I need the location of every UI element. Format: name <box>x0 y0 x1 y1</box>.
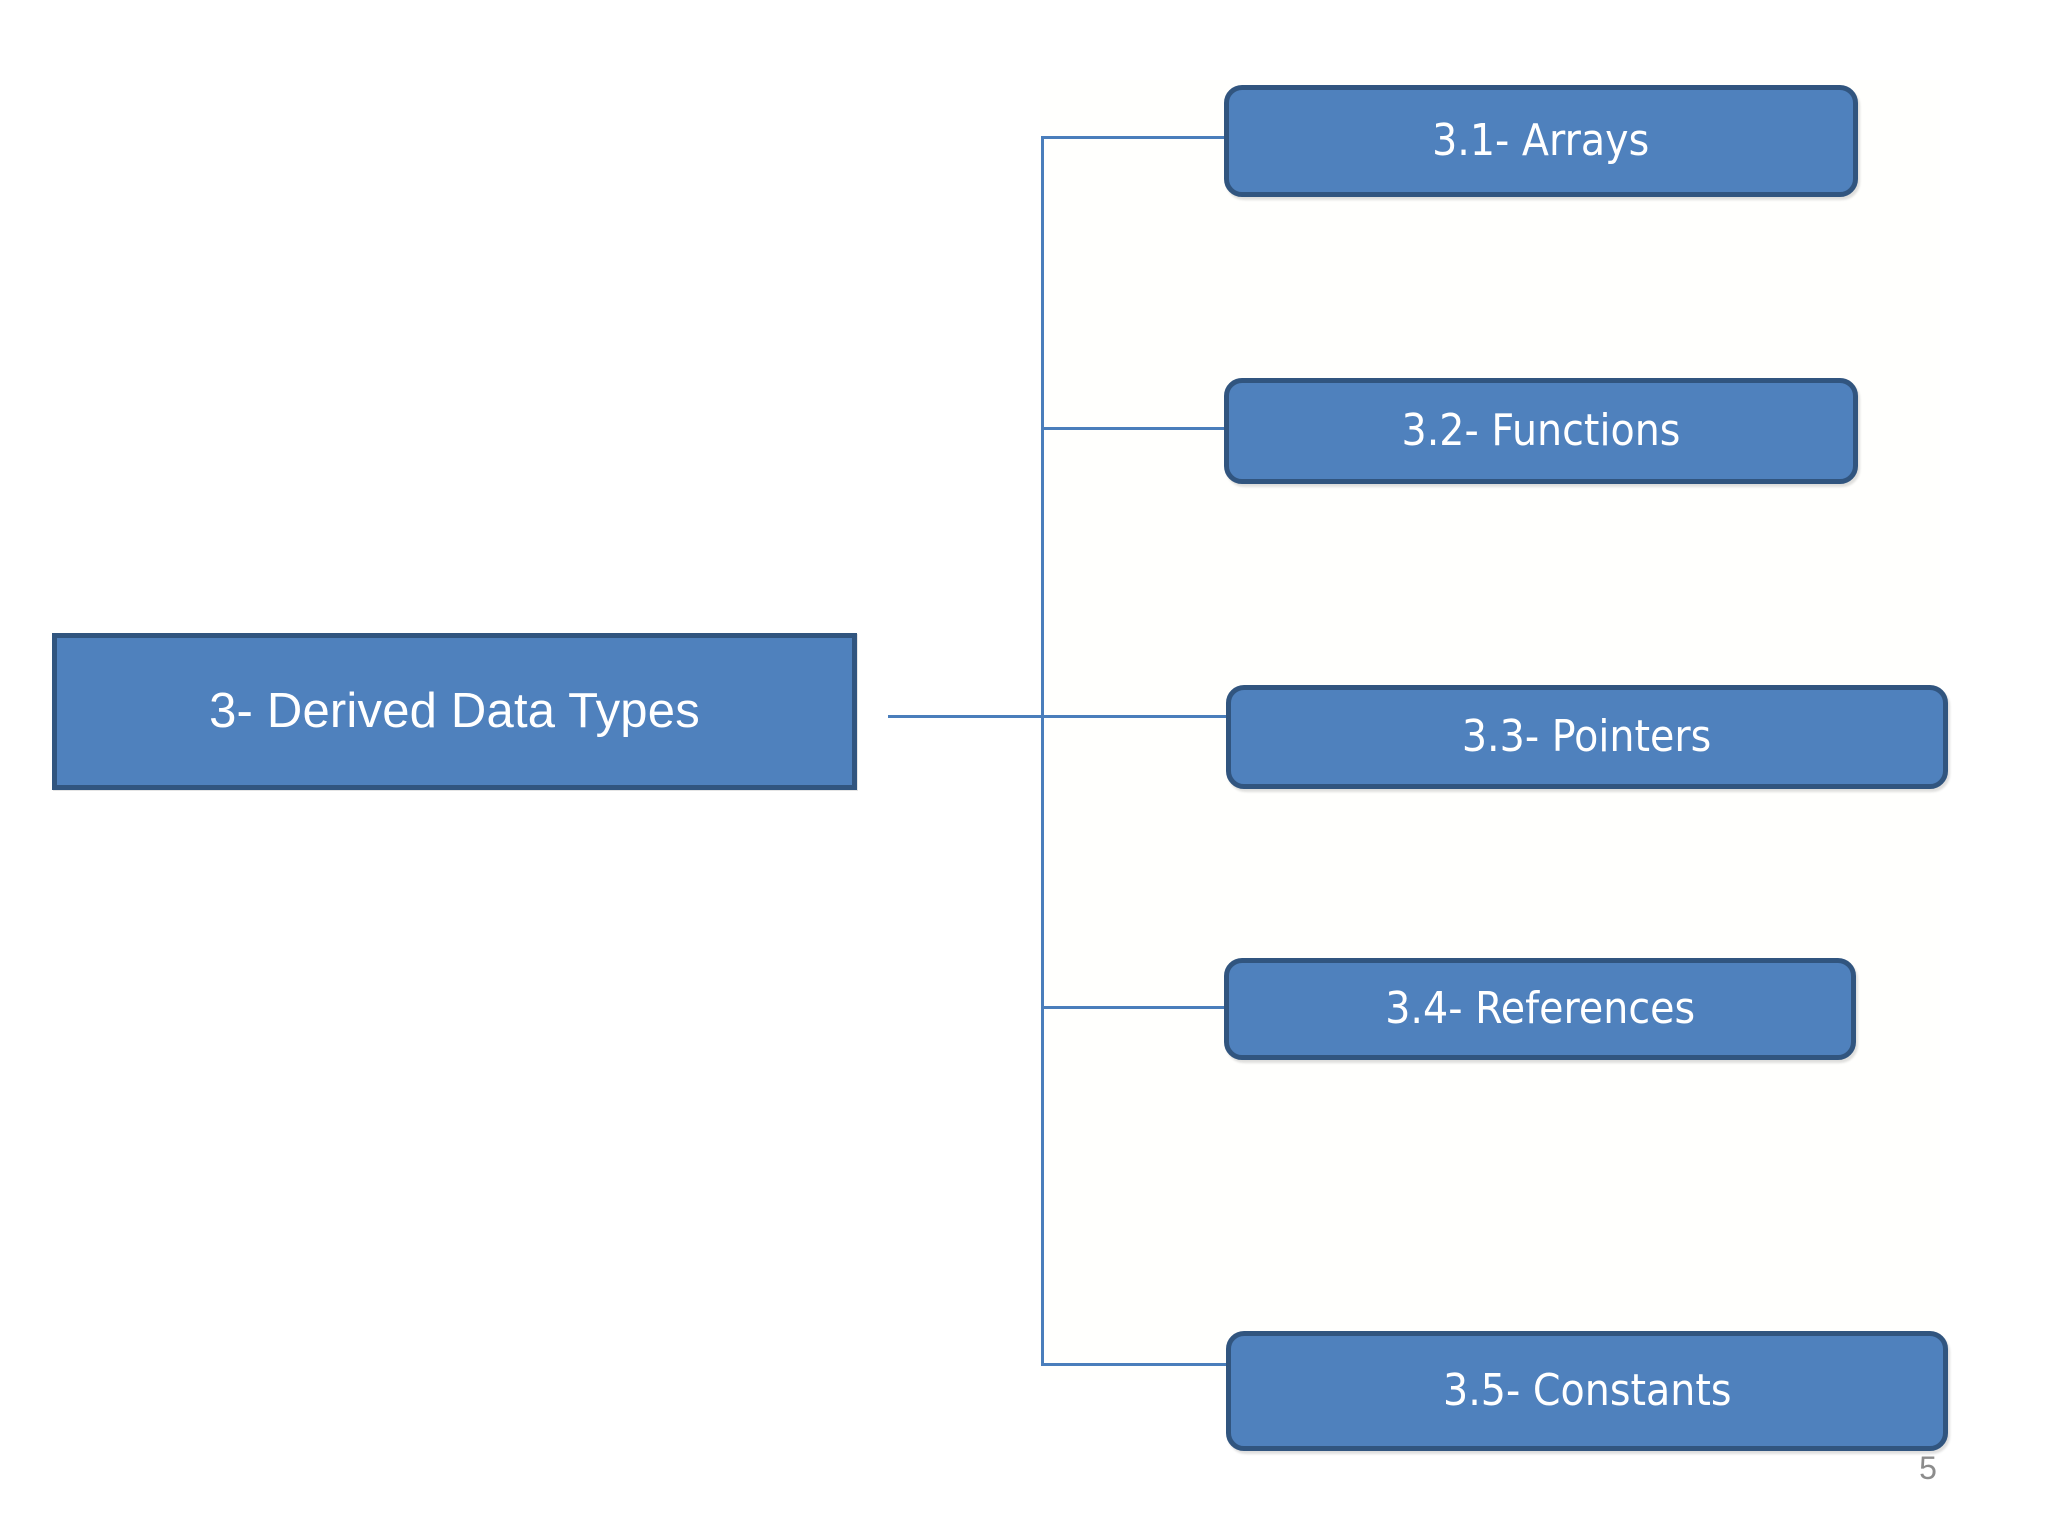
node-arrays[interactable]: 3.1- Arrays <box>1224 85 1858 197</box>
node-constants[interactable]: 3.5- Constants <box>1226 1331 1948 1451</box>
node-references[interactable]: 3.4- References <box>1224 958 1856 1060</box>
connector-branch-5 <box>1041 1363 1229 1366</box>
node-child-label: 3.1- Arrays <box>1432 114 1650 166</box>
node-child-label: 3.3- Pointers <box>1462 710 1712 762</box>
node-child-label: 3.5- Constants <box>1442 1364 1732 1416</box>
node-child-label: 3.4- References <box>1385 982 1695 1034</box>
connector-branch-3 <box>1041 715 1229 718</box>
connector-branch-4 <box>1041 1006 1227 1009</box>
connector-branch-2 <box>1041 427 1227 430</box>
node-child-label: 3.2- Functions <box>1401 404 1681 456</box>
connector-root-stem <box>888 715 1044 718</box>
connector-branch-1 <box>1041 136 1227 139</box>
node-functions[interactable]: 3.2- Functions <box>1224 378 1858 484</box>
node-pointers[interactable]: 3.3- Pointers <box>1226 685 1948 789</box>
page-number: 5 <box>1919 1450 1937 1486</box>
node-derived-data-types[interactable]: 3- Derived Data Types <box>52 633 857 790</box>
connector-trunk <box>1041 136 1044 1365</box>
node-root-label: 3- Derived Data Types <box>209 683 700 738</box>
